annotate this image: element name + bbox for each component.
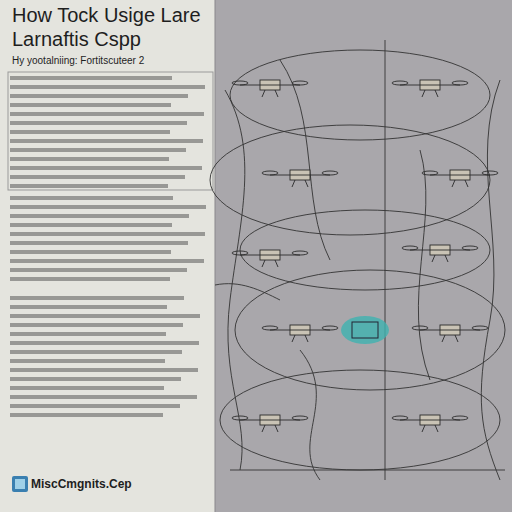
text-line <box>10 139 203 143</box>
text-line <box>10 85 205 89</box>
subtitle: Larnaftis Cspp <box>12 28 141 51</box>
text-line <box>10 359 165 363</box>
right-panel <box>215 0 512 512</box>
text-line <box>10 112 204 116</box>
text-line <box>10 377 181 381</box>
highlighted-part <box>341 316 389 344</box>
left-panel <box>0 0 215 512</box>
drone-figure <box>232 250 308 267</box>
text-line <box>10 214 189 218</box>
drone-figure <box>392 415 468 432</box>
text-line <box>10 395 197 399</box>
text-line <box>10 103 171 107</box>
text-texture <box>8 72 213 417</box>
text-line <box>10 196 173 200</box>
text-line <box>10 341 199 345</box>
text-line <box>10 223 172 227</box>
drone-figure <box>402 245 478 262</box>
text-frame <box>8 72 213 190</box>
text-line <box>10 121 187 125</box>
text-line <box>10 368 198 372</box>
wire-loops <box>210 40 505 480</box>
text-line <box>10 323 183 327</box>
logo-icon <box>12 476 28 492</box>
drone-figure <box>232 415 308 432</box>
tagline: Hy yootalniing: Fortitscuteer 2 <box>12 55 144 66</box>
text-line <box>10 232 205 236</box>
text-line <box>10 241 188 245</box>
panel-divider <box>215 0 216 512</box>
text-line <box>10 94 188 98</box>
text-line <box>10 166 202 170</box>
text-line <box>10 130 170 134</box>
text-line <box>10 184 168 188</box>
text-line <box>10 268 187 272</box>
drone-figure <box>262 325 338 342</box>
highlighted-part <box>352 322 378 338</box>
text-line <box>10 277 170 281</box>
text-line <box>10 413 163 417</box>
text-line <box>10 314 200 318</box>
drone-figure <box>232 80 308 97</box>
text-line <box>10 157 169 161</box>
text-line <box>10 332 166 336</box>
drone-figure <box>412 325 488 342</box>
drone-figure <box>262 170 338 187</box>
text-line <box>10 148 186 152</box>
drone-figure <box>392 80 468 97</box>
drone-figures <box>232 80 498 432</box>
text-line <box>10 205 206 209</box>
logo-text: MiscCmgnits.Cep <box>31 477 132 491</box>
text-line <box>10 386 164 390</box>
drone-figure <box>422 170 498 187</box>
text-line <box>10 296 184 300</box>
text-line <box>10 175 185 179</box>
logo-icon <box>15 479 25 489</box>
text-line <box>10 350 182 354</box>
text-line <box>10 259 204 263</box>
text-line <box>10 305 167 309</box>
text-line <box>10 404 180 408</box>
title: How Tock Usige Lare <box>12 4 201 27</box>
text-line <box>10 76 172 80</box>
text-line <box>10 250 171 254</box>
